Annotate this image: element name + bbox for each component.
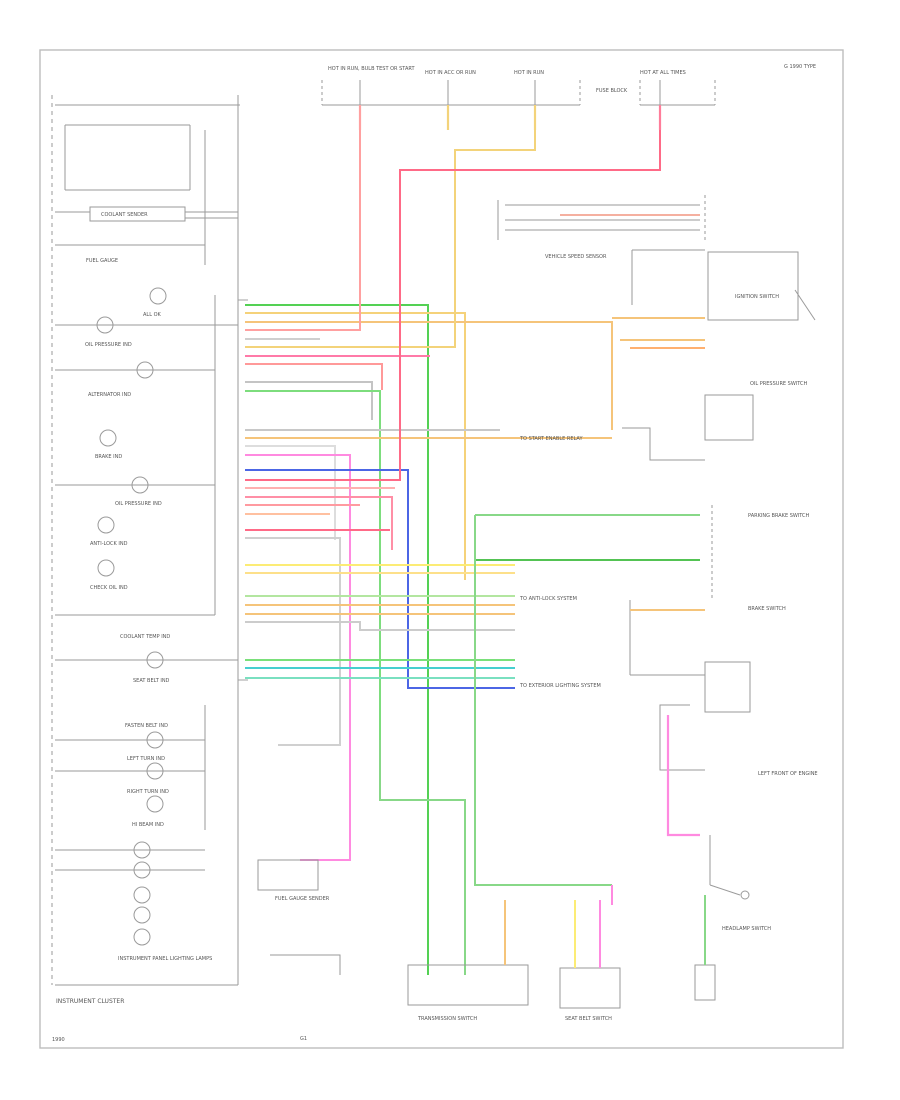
to-starter-label: TO START ENABLE RELAY: [519, 436, 583, 442]
indicator-label-3: BRAKE IND: [95, 454, 122, 460]
headlamp-switch-label: HEADLAMP SWITCH: [722, 926, 771, 932]
indicator-label-5: ANTI-LOCK IND: [90, 541, 128, 547]
oil-pressure-switch: [622, 394, 754, 461]
to-lighting-label: TO EXTERIOR LIGHTING SYSTEM: [519, 683, 601, 689]
indicator-label-8: SEAT BELT IND: [133, 678, 170, 684]
ground-label: G1: [300, 1036, 307, 1042]
indicator-lamps: [96, 287, 167, 946]
indicator-label-9: FASTEN BELT IND: [125, 723, 168, 729]
fuse-block-ref: FUSE BLOCK: [596, 88, 628, 94]
indicator-label-7: COOLANT TEMP IND: [120, 634, 170, 640]
brake-switch-label: BRAKE SWITCH: [748, 606, 786, 612]
cluster-outline: [51, 95, 240, 986]
ignition-switch-label: IGNITION SWITCH: [735, 294, 779, 300]
parking-brake-label: PARKING BRAKE SWITCH: [748, 513, 810, 519]
cluster-connector: [238, 299, 248, 681]
indicator-leads: [55, 324, 238, 772]
vss-label: VEHICLE SPEED SENSOR: [545, 254, 607, 260]
oil-pressure-switch-label: OIL PRESSURE SWITCH: [750, 381, 808, 387]
fuel-gauge-label: FUEL GAUGE: [86, 258, 118, 264]
ignition-relay-box: [631, 249, 816, 321]
diagram-border: [39, 49, 844, 1049]
transmission-switch-label: TRANSMISSION SWITCH: [417, 1016, 477, 1022]
cluster-title: INSTRUMENT CLUSTER: [56, 998, 124, 1005]
to-abs-label: TO ANTI-LOCK SYSTEM: [519, 596, 577, 602]
bottom-components: [257, 859, 716, 1009]
indicator-label-1: OIL PRESSURE IND: [85, 342, 132, 348]
coolant-sender-label: COOLANT SENDER: [101, 212, 148, 218]
vss-component: [497, 195, 706, 240]
indicator-label-6: CHECK OIL IND: [90, 585, 128, 591]
diagram-id: G 1990 TYPE: [784, 64, 816, 70]
indicator-label-12: HI BEAM IND: [132, 822, 164, 828]
indicator-label-2: ALTERNATOR IND: [88, 392, 131, 398]
indicator-label-4: OIL PRESSURE IND: [115, 501, 162, 507]
seatbelt-switch-label: SEAT BELT SWITCH: [565, 1016, 612, 1022]
fuse-label-hot-run: HOT IN RUN, BULB TEST OR START: [328, 66, 415, 72]
fuse-label-hot-acc: HOT IN ACC OR RUN: [425, 70, 476, 76]
indicator-label-11: RIGHT TURN IND: [127, 789, 169, 795]
wire-harness: [245, 130, 700, 975]
fuse-block: [321, 80, 716, 106]
fuse-label-hot-always: HOT AT ALL TIMES: [640, 70, 686, 76]
fuse-label-hot-run2: HOT IN RUN: [514, 70, 544, 76]
panel-lamps-label: INSTRUMENT PANEL LIGHTING LAMPS: [118, 956, 212, 962]
footer-code: 1990: [52, 1037, 65, 1043]
headlamp-switch: [709, 835, 750, 900]
indicator-label-10: LEFT TURN IND: [127, 756, 165, 762]
indicator-label-0: ALL OK: [143, 312, 162, 318]
left-kick-label: LEFT FRONT OF ENGINE: [758, 771, 818, 777]
fuel-sender-label: FUEL GAUGE SENDER: [275, 896, 330, 902]
brake-switch-block: [629, 505, 751, 771]
